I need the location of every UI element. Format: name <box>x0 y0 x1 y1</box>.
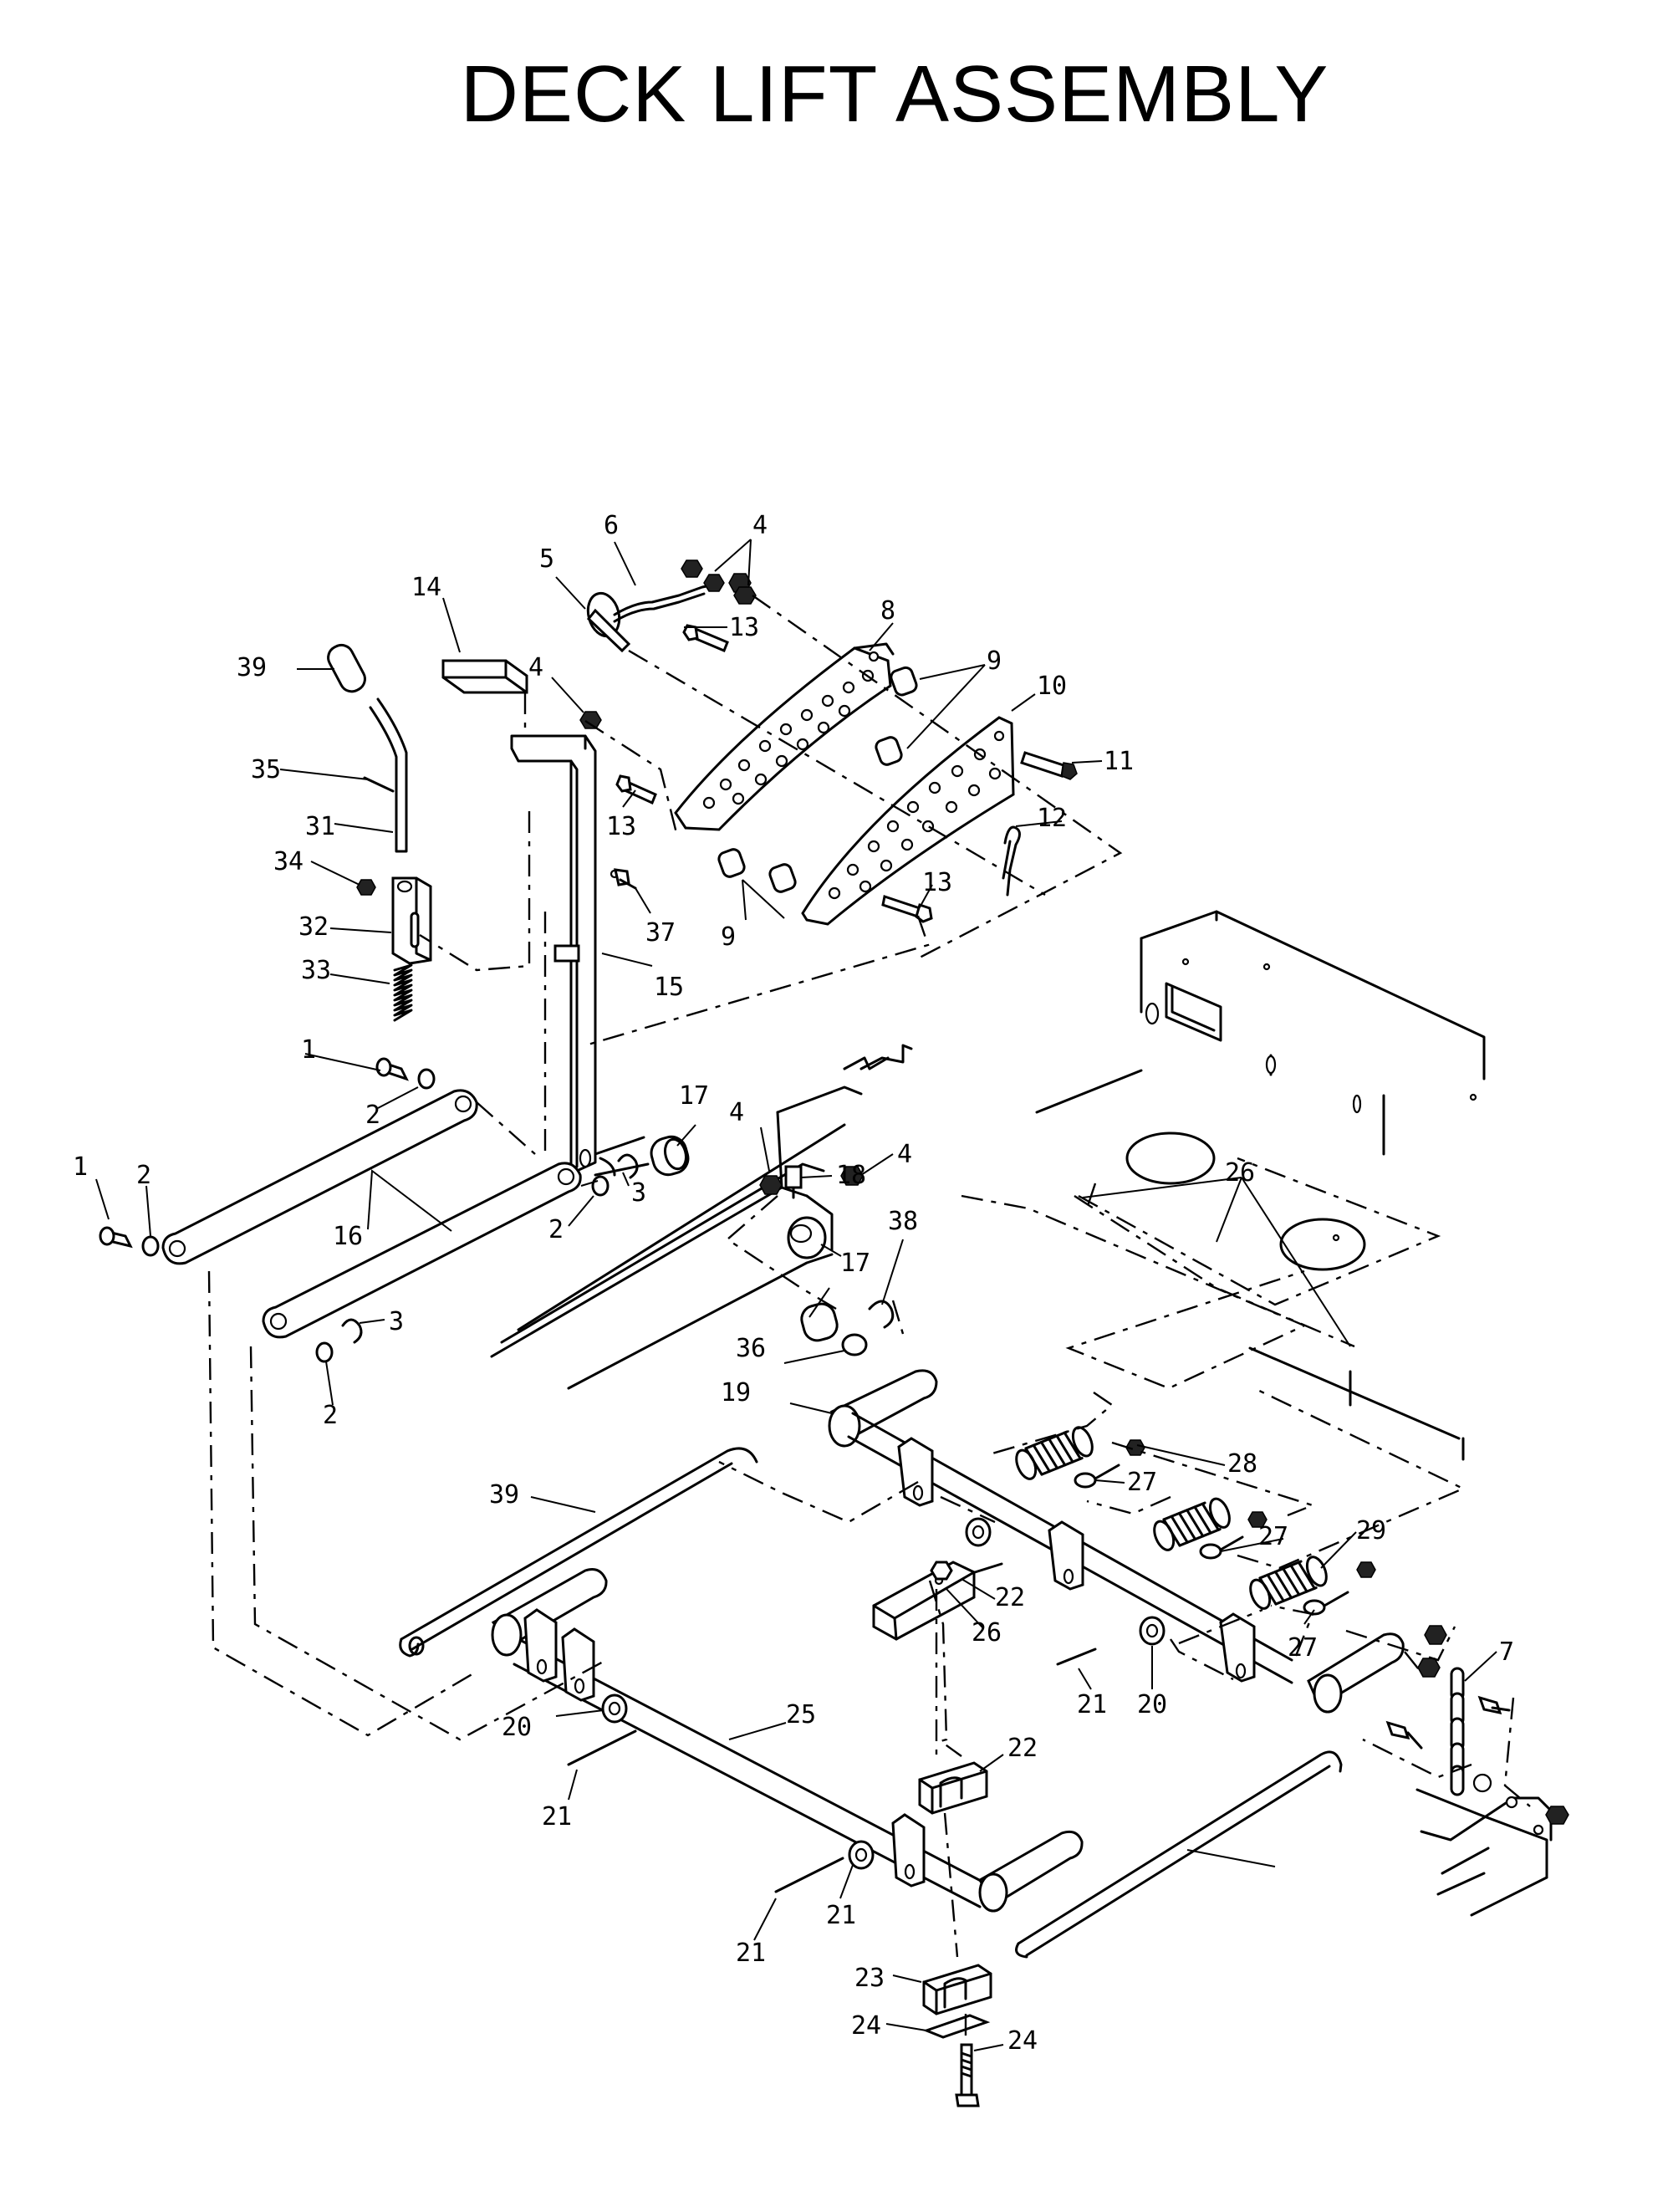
callout-38: 38 <box>888 1207 918 1236</box>
callout-1-left: 1 <box>73 1152 88 1182</box>
callout-24: 24 <box>1007 2026 1038 2056</box>
callout-26-upper: 26 <box>1225 1158 1255 1188</box>
callout-26-lower: 26 <box>972 1618 1002 1648</box>
callout-3-upper: 3 <box>631 1178 646 1208</box>
callout-36: 35 <box>251 755 281 784</box>
callout-22-upper: 22 <box>1007 1734 1038 1763</box>
callout-25: 25 <box>786 1700 816 1729</box>
callout-27-left: 27 <box>1127 1468 1157 1497</box>
callout-7: 7 <box>1499 1637 1514 1667</box>
callout-17-lower: 17 <box>840 1249 870 1278</box>
callout-2-mid: 2 <box>548 1215 564 1244</box>
callout-21-mid: 21 <box>1077 1690 1107 1719</box>
callout-20-lower: 21 <box>826 1901 856 1930</box>
callout-6: 6 <box>604 511 619 540</box>
callout-11: 11 <box>1104 747 1134 776</box>
callout-2-lower: 2 <box>323 1401 338 1430</box>
callout-33: 33 <box>301 956 331 985</box>
callout-4-mid: 4 <box>729 1098 744 1127</box>
callout-13-top: 13 <box>729 613 759 642</box>
callout-29: 29 <box>1356 1516 1386 1545</box>
callout-4-top: 4 <box>752 511 768 540</box>
front-lift-shaft-25 <box>399 1447 1343 2107</box>
callout-31: 31 <box>305 812 335 841</box>
chain-bracket-7 <box>1385 1625 1569 1917</box>
callout-17-upper: 17 <box>679 1081 709 1111</box>
link-rod-6 <box>579 559 757 729</box>
lift-bellcrank <box>490 1044 913 1390</box>
callout-21-lower: 21 <box>736 1939 766 1968</box>
callout-3-lower: 3 <box>389 1307 404 1336</box>
callout-37: 37 <box>645 918 676 948</box>
lever-handle <box>327 643 432 1022</box>
callout-32: 32 <box>298 912 329 942</box>
callout-1: 1 <box>301 1035 316 1065</box>
callout-20-mid: 20 <box>1137 1690 1167 1719</box>
callout-35: 34 <box>273 847 303 876</box>
callout-5: 5 <box>539 544 554 574</box>
callout-8: 8 <box>880 596 895 626</box>
callout-labels: 39 35 31 34 32 33 14 4 5 6 4 13 8 9 10 1… <box>73 511 1514 2056</box>
page-title: DECK LIFT ASSEMBLY <box>460 49 1329 139</box>
callout-leaders <box>95 539 1497 2051</box>
callout-15: 15 <box>654 973 684 1002</box>
callout-39-upper: 39 <box>489 1480 519 1510</box>
callout-13-lower: 13 <box>922 868 952 897</box>
lift-links-16 <box>99 1057 639 1363</box>
callout-21-left: 21 <box>542 1802 572 1831</box>
callout-9-top: 9 <box>987 646 1002 676</box>
callout-30: 39 <box>237 653 267 682</box>
callout-2-left: 2 <box>136 1161 151 1190</box>
callout-19: 19 <box>721 1378 751 1407</box>
callout-16: 16 <box>333 1222 363 1251</box>
callout-10: 10 <box>1037 672 1067 701</box>
callout-27-right: 27 <box>1288 1633 1318 1663</box>
callout-22-lower: 23 <box>854 1964 885 1993</box>
callout-27-mid: 27 <box>1258 1522 1288 1551</box>
callout-4-right: 4 <box>897 1140 912 1169</box>
callout-13-left: 13 <box>606 812 636 841</box>
callout-34: 36 <box>736 1334 766 1363</box>
callout-9-lower: 9 <box>721 922 736 952</box>
height-plates <box>615 624 1078 926</box>
rear-lift-shaft-19 <box>828 1369 1405 1714</box>
callout-18: 18 <box>836 1161 866 1190</box>
callout-2-upper: 2 <box>365 1101 380 1130</box>
mower-frame <box>1035 910 1486 1461</box>
callout-4-left: 4 <box>528 653 543 682</box>
callout-20-left: 20 <box>502 1713 532 1742</box>
callout-28: 28 <box>1227 1449 1257 1479</box>
callout-12: 12 <box>1037 804 1067 833</box>
assembly-dash-lines <box>207 595 1531 2045</box>
callout-21-upper: 22 <box>995 1583 1025 1612</box>
callout-23: 24 <box>851 2011 881 2041</box>
callout-14: 14 <box>411 573 441 602</box>
